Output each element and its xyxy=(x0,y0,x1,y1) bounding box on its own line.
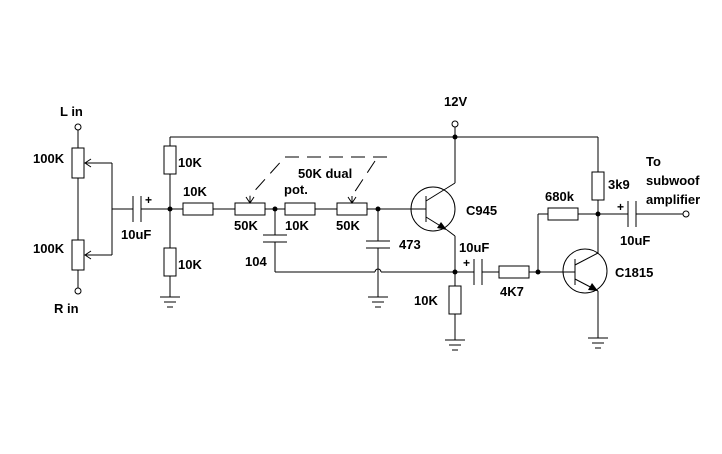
l-in-terminal[interactable] xyxy=(74,123,82,131)
label-cap-mid: 10uF xyxy=(459,240,489,255)
label-pot-100k-left: 100K xyxy=(33,151,65,166)
label-cap-out-plus: + xyxy=(617,200,624,214)
resistor-10k-bias-bottom xyxy=(163,247,177,277)
label-pot-2: 50K xyxy=(336,218,360,233)
collector-resistor xyxy=(591,171,605,253)
label-q1: C945 xyxy=(466,203,497,218)
label-r-emitter: 10K xyxy=(414,293,438,308)
label-cap-out: 10uF xyxy=(620,233,650,248)
filter-chain xyxy=(170,156,414,216)
component-labels: L in R in 100K 100K 10uF + 10K 10K 10K 5… xyxy=(33,94,700,316)
supply-terminal[interactable] xyxy=(451,120,459,128)
label-cap-in-plus: + xyxy=(145,193,152,207)
ground-symbol xyxy=(445,339,465,351)
ground-symbol xyxy=(160,296,180,308)
label-cap-104: 104 xyxy=(245,254,267,269)
label-cap-473: 473 xyxy=(399,237,421,252)
label-r-series-1: 10K xyxy=(183,184,207,199)
dual-pot-linkage xyxy=(249,156,387,197)
label-r-3k9: 3k9 xyxy=(608,177,630,192)
label-r-series-2: 10K xyxy=(285,218,309,233)
label-cap-in: 10uF xyxy=(121,227,151,242)
ground-symbols xyxy=(160,296,608,351)
label-dual-pot-2: pot. xyxy=(284,182,308,197)
resistor-4k7 xyxy=(498,265,530,279)
transistor-c1815 xyxy=(562,248,608,338)
resistor-10k-series-1 xyxy=(182,202,214,216)
emitter-resistor xyxy=(448,271,466,340)
output-terminal[interactable] xyxy=(682,210,690,218)
resistor-10k-series-2 xyxy=(284,202,316,216)
label-pot-1: 50K xyxy=(234,218,258,233)
resistor-10k-emitter xyxy=(448,285,462,315)
label-r-680k: 680k xyxy=(545,189,575,204)
resistor-10k-bias-top xyxy=(163,145,177,175)
capacitor-104 xyxy=(263,209,458,275)
output-stage xyxy=(627,201,690,227)
pot-100k-left xyxy=(71,147,85,179)
label-r-bias-top: 10K xyxy=(178,155,202,170)
feedback-resistor xyxy=(537,207,628,272)
supply-rail xyxy=(170,120,599,172)
pot-50k-1 xyxy=(234,202,266,216)
input-potentiometers xyxy=(71,123,133,295)
ground-symbol xyxy=(368,296,388,308)
capacitor-473 xyxy=(366,209,390,297)
mid-coupling xyxy=(466,259,575,285)
bias-network xyxy=(163,137,177,297)
label-r-in: R in xyxy=(54,301,79,316)
pot-50k-2 xyxy=(336,202,368,216)
label-q2: C1815 xyxy=(615,265,653,280)
label-out-3: amplifier xyxy=(646,192,700,207)
r-in-terminal[interactable] xyxy=(74,287,82,295)
resistor-3k9 xyxy=(591,171,605,201)
label-l-in: L in xyxy=(60,104,83,119)
label-cap-mid-plus: + xyxy=(463,256,470,270)
label-r-4k7: 4K7 xyxy=(500,284,524,299)
resistor-680k xyxy=(547,207,579,221)
label-out-1: To xyxy=(646,154,661,169)
label-r-bias-bottom: 10K xyxy=(178,257,202,272)
ground-symbol xyxy=(588,337,608,349)
label-out-2: subwoof xyxy=(646,173,700,188)
transistor-c945 xyxy=(410,137,456,286)
label-pot-100k-right: 100K xyxy=(33,241,65,256)
label-supply: 12V xyxy=(444,94,467,109)
label-dual-pot: 50K dual xyxy=(298,166,352,181)
input-capacitor-10uf xyxy=(132,196,170,222)
pot-100k-right xyxy=(71,239,85,271)
